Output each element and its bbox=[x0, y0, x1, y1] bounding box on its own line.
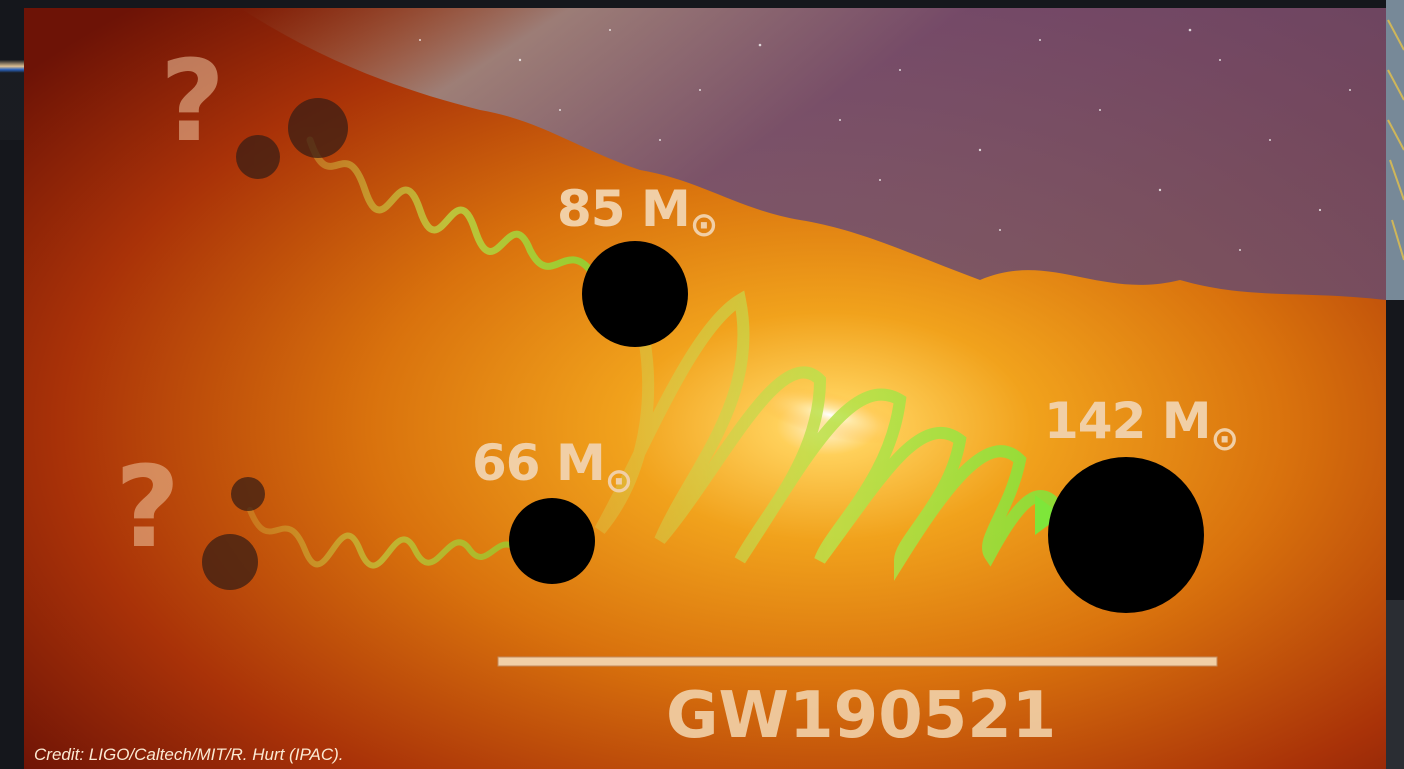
gravitational-wave-ribbons bbox=[247, 136, 1066, 582]
question-mark-lower: ? bbox=[115, 443, 180, 573]
mass-value: 66 M bbox=[472, 434, 606, 492]
bright-core-glow bbox=[752, 386, 908, 444]
mass-label-142: 142 M⊙ bbox=[1044, 396, 1239, 459]
mass-label-85: 85 M⊙ bbox=[557, 184, 718, 245]
timeline-bar bbox=[497, 656, 1218, 667]
question-mark-upper: ? bbox=[160, 37, 225, 167]
solar-mass-symbol: ⊙ bbox=[604, 461, 633, 501]
black-hole-66 bbox=[509, 498, 595, 584]
starfield bbox=[419, 28, 1351, 251]
ghost-black-hole bbox=[288, 98, 348, 158]
image-credit: Credit: LIGO/Caltech/MIT/R. Hurt (IPAC). bbox=[34, 745, 344, 764]
wave-lower bbox=[247, 507, 513, 569]
ghost-black-holes bbox=[202, 98, 348, 590]
black-hole-142 bbox=[1048, 457, 1204, 613]
ghost-black-hole bbox=[231, 477, 265, 511]
black-hole-85 bbox=[582, 241, 688, 347]
milky-way-sky bbox=[240, 8, 1386, 300]
event-name: GW190521 bbox=[666, 679, 1057, 753]
wave-arrow-head bbox=[1035, 495, 1062, 535]
mass-value: 142 M bbox=[1044, 392, 1212, 450]
solar-mass-symbol: ⊙ bbox=[689, 205, 718, 245]
wave-upper bbox=[306, 136, 594, 274]
ghost-black-hole bbox=[236, 135, 280, 179]
solar-mass-symbol: ⊙ bbox=[1210, 419, 1239, 459]
wave-merger bbox=[594, 290, 1066, 582]
mass-label-66: 66 M⊙ bbox=[472, 438, 633, 501]
ghost-black-hole bbox=[202, 534, 258, 590]
mass-value: 85 M bbox=[557, 180, 691, 238]
